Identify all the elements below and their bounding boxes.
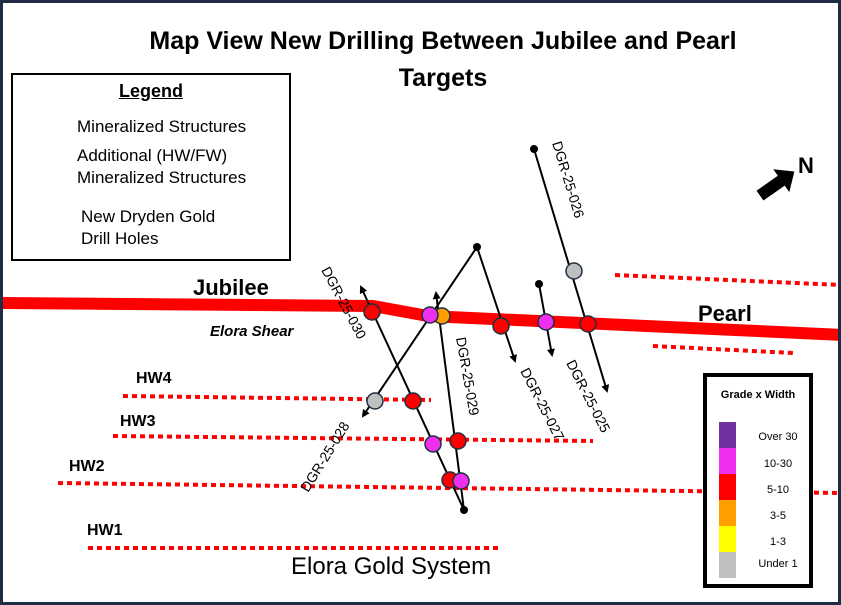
intercept-gray bbox=[366, 392, 384, 410]
legend-item-additional: Additional (HW/FW) bbox=[77, 146, 228, 165]
collar-dot bbox=[473, 243, 481, 251]
grade-label: 10-30 bbox=[763, 458, 793, 470]
collar-dot bbox=[535, 280, 543, 288]
grade-swatch-under-1 bbox=[719, 552, 736, 578]
intercept-red bbox=[404, 392, 422, 410]
grade-swatch-1-3 bbox=[719, 526, 736, 552]
label-dgr-25-029: DGR-25-029 bbox=[453, 336, 483, 417]
label-dgr-25-025: DGR-25-025 bbox=[563, 357, 613, 435]
intercept-magenta bbox=[421, 306, 439, 324]
legend-box: Legend Mineralized Structures Additional… bbox=[11, 73, 291, 261]
drill-hole-dgr-25-028 bbox=[361, 246, 478, 418]
legend-item-mineralized: Mineralized Structures bbox=[77, 117, 247, 136]
grade-label: 3-5 bbox=[770, 510, 786, 522]
legend-item-additional-2: Mineralized Structures bbox=[77, 168, 247, 187]
hw2-label: HW2 bbox=[69, 458, 105, 475]
map-title-line2: Targets bbox=[398, 64, 488, 92]
intercept-magenta bbox=[537, 313, 555, 331]
legend-item-drill-holes-2: Drill Holes bbox=[81, 229, 159, 248]
grade-label: 5-10 bbox=[766, 484, 790, 496]
intercept-red bbox=[579, 315, 597, 333]
grade-swatch-over-30 bbox=[719, 422, 736, 448]
elora-shear-label: Elora Shear bbox=[210, 323, 294, 340]
label-dgr-25-027: DGR-25-027 bbox=[517, 365, 567, 443]
pearl-label: Pearl bbox=[698, 301, 752, 326]
intercept-red bbox=[492, 317, 510, 335]
legend-item-drill-holes: New Dryden Gold bbox=[81, 207, 216, 226]
intercept-magenta bbox=[424, 435, 442, 453]
north-arrow-icon bbox=[756, 169, 795, 201]
grade-swatch-5-10 bbox=[719, 474, 736, 500]
grade-legend-heading: Grade x Width bbox=[720, 389, 796, 401]
fw-structure-pearl-north bbox=[614, 273, 838, 287]
main-mineralized-structure bbox=[3, 297, 838, 341]
collar-dot bbox=[530, 145, 538, 153]
label-dgr-25-026: DGR-25-026 bbox=[549, 139, 588, 220]
grade-swatch-3-5 bbox=[719, 500, 736, 526]
intercept-gray bbox=[565, 262, 583, 280]
intercept-red bbox=[449, 432, 467, 450]
intercept-magenta bbox=[452, 472, 470, 490]
hw4-label: HW4 bbox=[136, 370, 172, 387]
grade-label: Under 1 bbox=[758, 558, 798, 570]
hw3-structure bbox=[112, 434, 594, 443]
intercept-red bbox=[363, 303, 381, 321]
legend-heading: Legend bbox=[118, 81, 183, 101]
grade-swatch-10-30 bbox=[719, 448, 736, 474]
elora-gold-system-label: Elora Gold System bbox=[291, 553, 492, 580]
jubilee-label: Jubilee bbox=[193, 275, 269, 300]
hw1-label: HW1 bbox=[87, 522, 123, 539]
grade-legend: Grade x Width Over 30 10-30 5-10 3-5 1-3… bbox=[703, 373, 813, 588]
grade-label: Over 30 bbox=[758, 431, 798, 443]
hw3-label: HW3 bbox=[120, 413, 156, 430]
hw4-structure bbox=[122, 394, 432, 402]
collar-dot bbox=[460, 506, 468, 514]
north-label: N bbox=[798, 153, 814, 178]
fw-structure-pearl-south bbox=[652, 344, 794, 355]
grade-label: 1-3 bbox=[770, 536, 786, 548]
drill-hole-dgr-25-027 bbox=[476, 246, 517, 363]
map-title-line1: Map View New Drilling Between Jubilee an… bbox=[149, 27, 737, 55]
label-dgr-25-028: DGR-25-028 bbox=[297, 419, 353, 495]
